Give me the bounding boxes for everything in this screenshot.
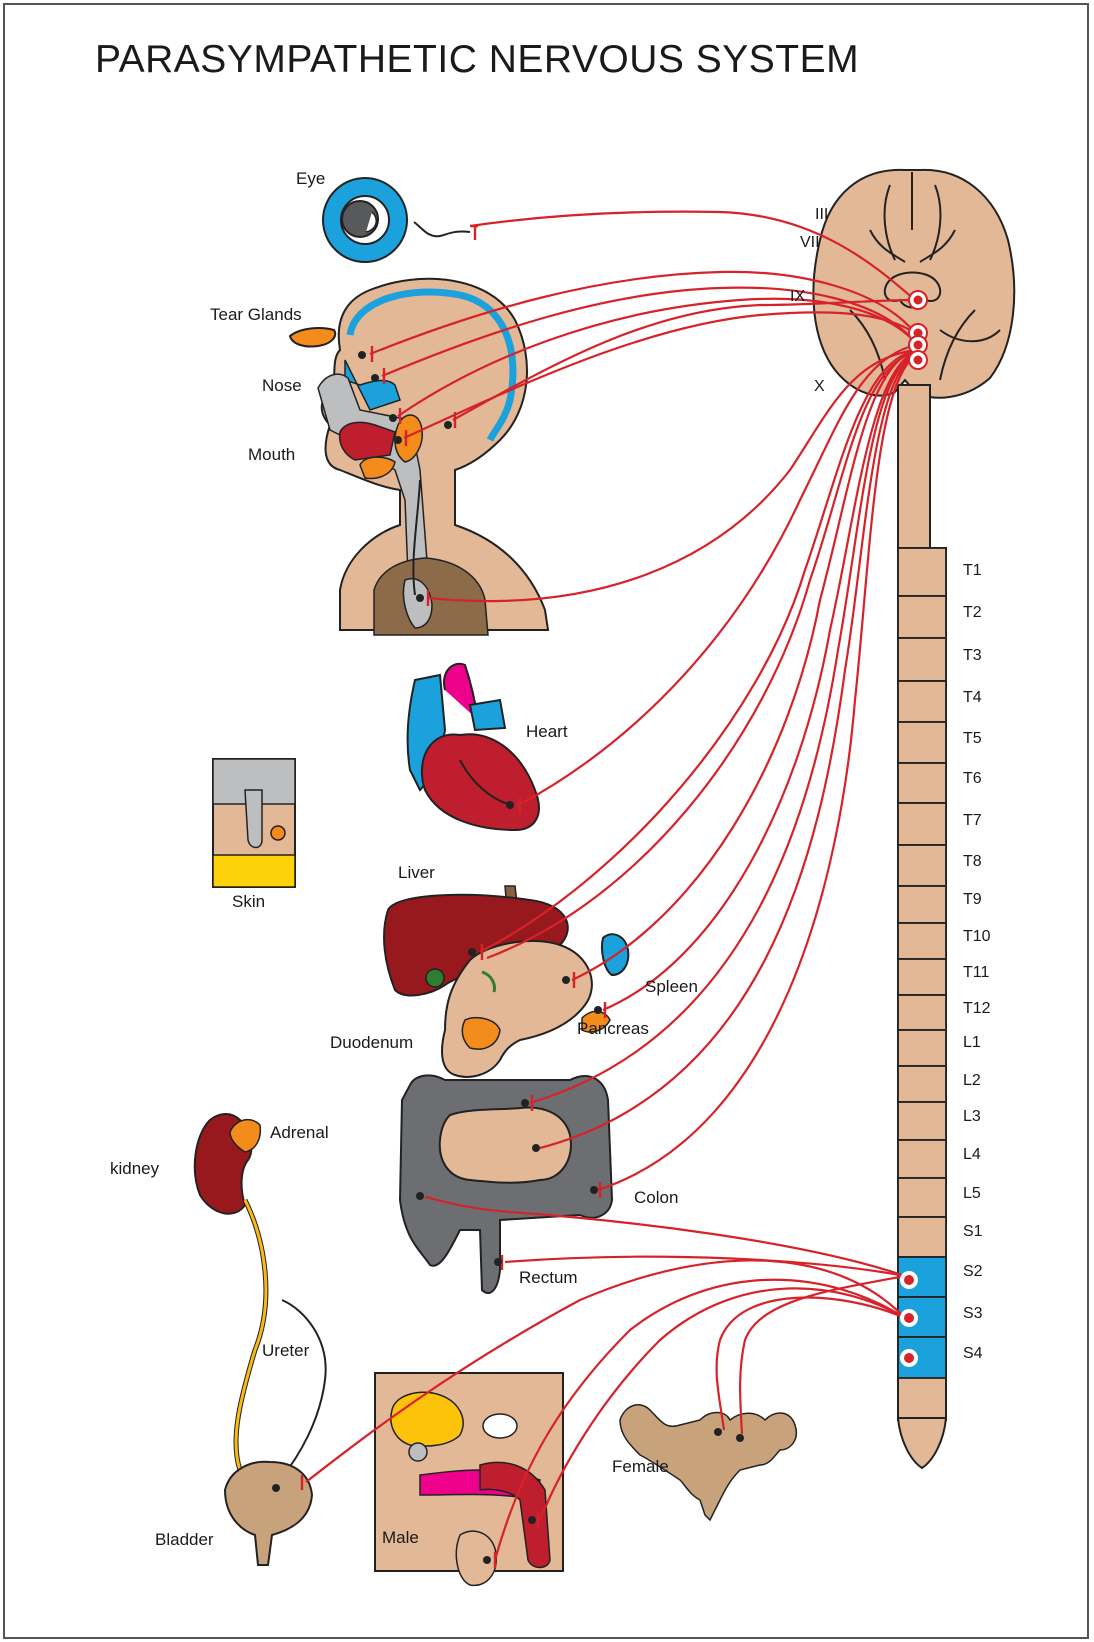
sacral-nuclei	[900, 1271, 918, 1367]
nerve-liver-1	[480, 350, 915, 952]
spinal-segment-l3	[898, 1102, 946, 1140]
spinal-segment-t3	[898, 638, 946, 681]
label-segment-t4: T4	[963, 689, 982, 706]
page-title: PARASYMPATHETIC NERVOUS SYSTEM	[95, 38, 859, 81]
label-segment-l3: L3	[963, 1108, 981, 1125]
spinal-segment-t10	[898, 923, 946, 959]
cranial-nuclei	[909, 291, 927, 369]
label-duodenum: Duodenum	[330, 1033, 413, 1052]
spinal-segment-s1	[898, 1217, 946, 1257]
label-segment-s2: S2	[963, 1263, 983, 1280]
label-segment-t11: T11	[963, 964, 989, 981]
label-eye: Eye	[296, 169, 325, 188]
label-segment-s3: S3	[963, 1305, 983, 1322]
spinal-segment-t12	[898, 995, 946, 1030]
label-pancreas: Pancreas	[577, 1019, 649, 1038]
label-cn-iii: III	[815, 206, 828, 223]
label-colon: Colon	[634, 1188, 678, 1207]
spinal-segment-l4	[898, 1140, 946, 1178]
label-segment-s1: S1	[963, 1223, 983, 1240]
nerve-female-1	[717, 1298, 905, 1430]
nerve-heart	[517, 345, 915, 806]
label-segment-l2: L2	[963, 1072, 981, 1089]
spinal-segment-t4	[898, 681, 946, 722]
label-segment-t5: T5	[963, 730, 982, 747]
spinal-segment-l1	[898, 1030, 946, 1066]
spinal-segment-l2	[898, 1066, 946, 1102]
label-cn-vii: VII	[800, 234, 820, 251]
spinal-segment-t2	[898, 596, 946, 638]
spinal-segment-t5	[898, 722, 946, 763]
eye-organ	[323, 178, 470, 262]
label-tear-glands: Tear Glands	[210, 305, 302, 324]
kidney-organ	[195, 1114, 261, 1214]
label-heart: Heart	[526, 722, 568, 741]
intestines-organ	[400, 1075, 612, 1293]
spinal-segments	[898, 548, 946, 1378]
nerve-stomach	[572, 350, 915, 980]
spinal-segment-t6	[898, 763, 946, 803]
label-nose: Nose	[262, 376, 302, 395]
label-kidney: kidney	[110, 1159, 160, 1178]
head-section	[318, 279, 548, 635]
label-segment-t12: T12	[963, 1000, 991, 1017]
spinal-segment-t1	[898, 548, 946, 596]
label-rectum: Rectum	[519, 1268, 578, 1287]
label-female: Female	[612, 1457, 669, 1476]
label-ureter: Ureter	[262, 1341, 310, 1360]
label-segment-t10: T10	[963, 928, 991, 945]
label-segment-l4: L4	[963, 1146, 981, 1163]
nerve-female-2	[740, 1276, 905, 1434]
label-adrenal: Adrenal	[270, 1123, 329, 1142]
spinal-segment-l5	[898, 1178, 946, 1217]
nerve-pancreas	[603, 352, 915, 1010]
spinal-segment-t7	[898, 803, 946, 845]
label-liver: Liver	[398, 863, 435, 882]
label-spleen: Spleen	[645, 977, 698, 996]
label-cn-ix: IX	[790, 288, 805, 305]
spinal-segment-labels: T1T2T3T4T5T6T7T8T9T10T11T12L1L2L3L4L5S1S…	[963, 562, 991, 1362]
label-segment-l1: L1	[963, 1034, 981, 1051]
label-cn-x: X	[814, 378, 825, 395]
label-segment-t6: T6	[963, 770, 982, 787]
male-organs	[375, 1373, 563, 1585]
nerve-colon	[598, 356, 915, 1190]
spinal-segment-t11	[898, 959, 946, 995]
bladder-organ	[225, 1462, 312, 1565]
label-segment-l5: L5	[963, 1185, 981, 1202]
label-skin: Skin	[232, 892, 265, 911]
label-segment-t3: T3	[963, 647, 982, 664]
label-male: Male	[382, 1528, 419, 1547]
label-segment-t1: T1	[963, 562, 982, 579]
spinal-segment-t9	[898, 886, 946, 923]
skin-organ	[213, 759, 295, 887]
label-bladder: Bladder	[155, 1530, 214, 1549]
label-segment-t2: T2	[963, 604, 982, 621]
label-segment-t8: T8	[963, 853, 982, 870]
ureter-nerve	[280, 1300, 326, 1480]
label-segment-s4: S4	[963, 1345, 983, 1362]
tear-gland	[290, 328, 335, 347]
spinal-segment-t8	[898, 845, 946, 886]
label-segment-t7: T7	[963, 812, 982, 829]
label-mouth: Mouth	[248, 445, 295, 464]
label-segment-t9: T9	[963, 891, 982, 908]
